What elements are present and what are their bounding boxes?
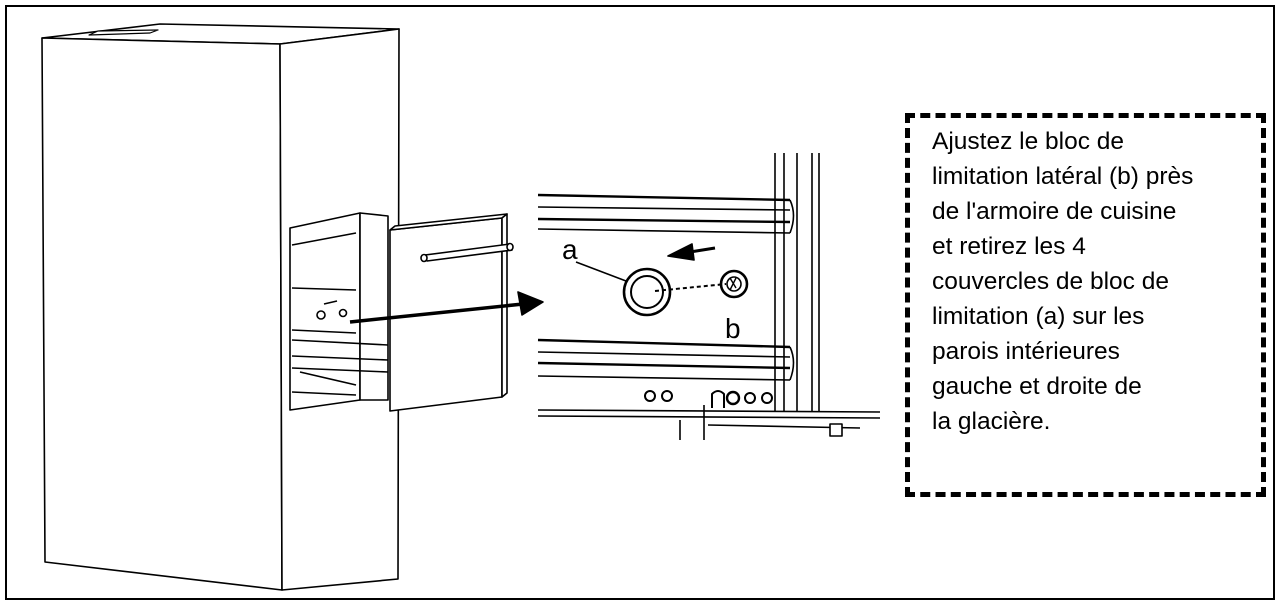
kitchen-cabinet: [41, 23, 400, 591]
callout-label-a: a: [562, 234, 578, 265]
callout-label-b: b: [725, 313, 741, 344]
zoom-arrow: [349, 291, 544, 324]
instruction-note-box: Ajustez le bloc de limitation latéral (b…: [905, 113, 1266, 497]
instruction-text: Ajustez le bloc de limitation latéral (b…: [932, 128, 1194, 435]
appliance-opening: [289, 212, 389, 411]
detail-view: [537, 153, 881, 440]
appliance-door: [389, 213, 514, 412]
